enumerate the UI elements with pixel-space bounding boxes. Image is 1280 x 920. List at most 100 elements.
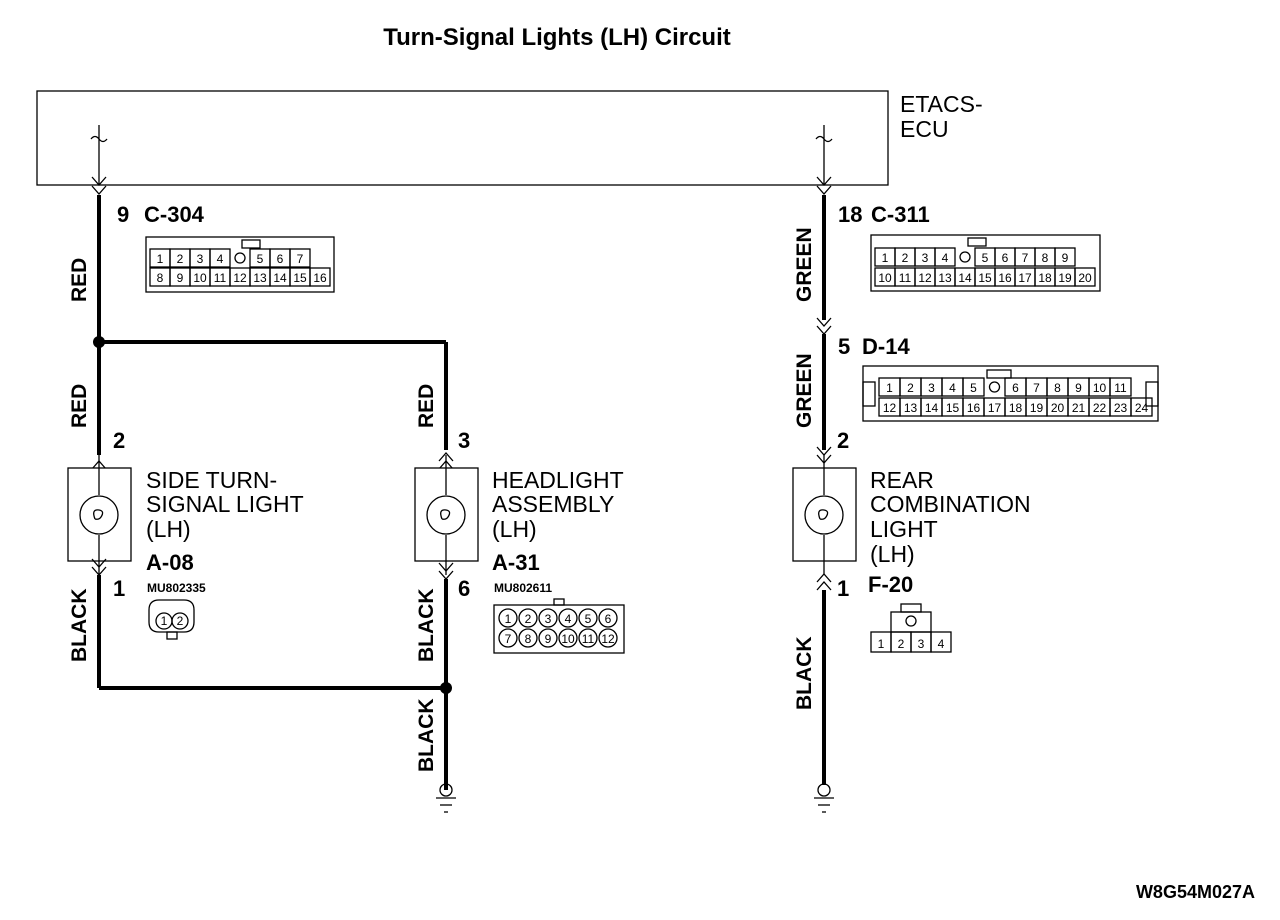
connector-pin-number: 14 [925,401,939,415]
connector-pin-number: 8 [1054,381,1061,395]
connector-pin-number: 4 [565,612,572,626]
f20-name: F-20 [868,572,913,597]
connector-pin-number: 15 [946,401,960,415]
connector-pin-number: 15 [978,271,992,285]
connector-pin-number: 4 [949,381,956,395]
connector-pin-number: 20 [1051,401,1065,415]
connector-pin-number: 10 [193,271,207,285]
terminal-chevron [816,317,832,335]
connector-pin-number: 9 [545,632,552,646]
connector-pin-number: 5 [970,381,977,395]
connector-pin-number: 4 [942,251,949,265]
connector-pin-number: 3 [928,381,935,395]
connector-pin-number: 2 [177,252,184,266]
connector-pin-ring [598,628,618,648]
connector-pin-number: 11 [1114,381,1127,395]
connector-cell [309,267,331,287]
connector-cell [930,631,952,653]
ecu-box [36,90,889,186]
rear-pin-bottom: 1 [837,576,849,601]
wire-label-red-3: RED [415,384,438,428]
connector-pin-number: 2 [902,251,909,265]
connector-pin-number: 19 [1058,271,1072,285]
c304-name: C-304 [144,202,205,227]
wire-label-red-1: RED [68,258,91,302]
terminal-chevron [816,176,832,195]
connector-key-icon [959,251,971,263]
rear-combination-light: 2 REAR COMBINATION LIGHT (LH) 1 F-20 [792,428,1031,601]
side-label-line2: SIGNAL LIGHT [146,491,304,517]
connector-pin-number: 5 [982,251,989,265]
connector-cell [209,248,231,268]
connector-pin-number: 12 [883,401,897,415]
connector-pin-number: 6 [1002,251,1009,265]
side-part-number: MU802335 [147,581,206,595]
connector-pin-number: 8 [157,271,164,285]
connector-cell [1109,377,1132,397]
connector-cell [1074,267,1096,287]
headlight-part-number: MU802611 [494,581,552,595]
wire-label-red-2: RED [68,384,91,428]
wire-label-green-2: GREEN [793,353,816,428]
connector-pin-number: 20 [1078,271,1092,285]
connector-pin-number: 11 [214,271,227,285]
side-pin-bottom: 1 [113,576,125,601]
connector-key-icon [234,252,246,264]
connector-pin-number: 1 [882,251,889,265]
c311-name: C-311 [871,202,930,227]
ecu-terminal-right [815,125,833,185]
connector-pin-number: 17 [1018,271,1032,285]
connector-pin-number: 8 [525,632,532,646]
connector-pin-number: 11 [582,632,595,646]
connector-pin-number: 18 [1038,271,1052,285]
connector-pin-number: 9 [1075,381,1082,395]
rear-label-line1: REAR [870,467,934,493]
ecu-label-line1: ETACS- [900,91,983,117]
connector-pin-number: 12 [918,271,932,285]
connector-pin-number: 16 [313,271,327,285]
connector-pin-number: 4 [217,252,224,266]
ground-icon [814,783,834,813]
connector-pin-number: 16 [998,271,1012,285]
terminal-chevron [91,176,107,195]
connector-pin-ring [558,628,578,648]
connector-pin-number: 2 [525,612,532,626]
headlight-pin-bottom: 6 [458,576,470,601]
connector-pin-number: 3 [197,252,204,266]
connector-pin-ring [578,608,598,628]
rear-label-line4: (LH) [870,541,915,567]
wire-label-green-1: GREEN [793,227,816,302]
connector-pin-number: 10 [1093,381,1107,395]
connector-pin-ring [598,608,618,628]
connector-pin-number: 4 [938,637,945,651]
wire-label-black-4: BLACK [793,637,816,711]
bulb-icon [804,495,844,535]
headlight-label-line3: (LH) [492,516,537,542]
side-pin-top: 2 [113,428,125,453]
connector-key-icon [988,381,1001,393]
connector-pin-number: 11 [899,271,912,285]
connector-pin-number: 15 [293,271,307,285]
connector-pin-ring [578,628,598,648]
connector-pin-number: 1 [157,252,164,266]
connector-pin-number: 10 [561,632,575,646]
rear-label-line2: COMBINATION [870,491,1031,517]
c304-pin: 9 [117,202,129,227]
connector-pin-number: 24 [1135,401,1149,415]
bulb-icon [79,495,119,535]
rear-pin-top: 2 [837,428,849,453]
connector-cell [1130,397,1153,417]
connector-pin-number: 10 [878,271,892,285]
connector-pin-number: 1 [886,381,893,395]
headlight-label-line2: ASSEMBLY [492,491,614,517]
connector-pin-number: 16 [967,401,981,415]
connector-pin-number: 14 [273,271,287,285]
connector-pin-ring [518,608,538,628]
rear-label-line3: LIGHT [870,516,938,542]
connector-pin-number: 23 [1114,401,1128,415]
connector-pin-number: 5 [257,252,264,266]
connector-cell [289,248,311,268]
